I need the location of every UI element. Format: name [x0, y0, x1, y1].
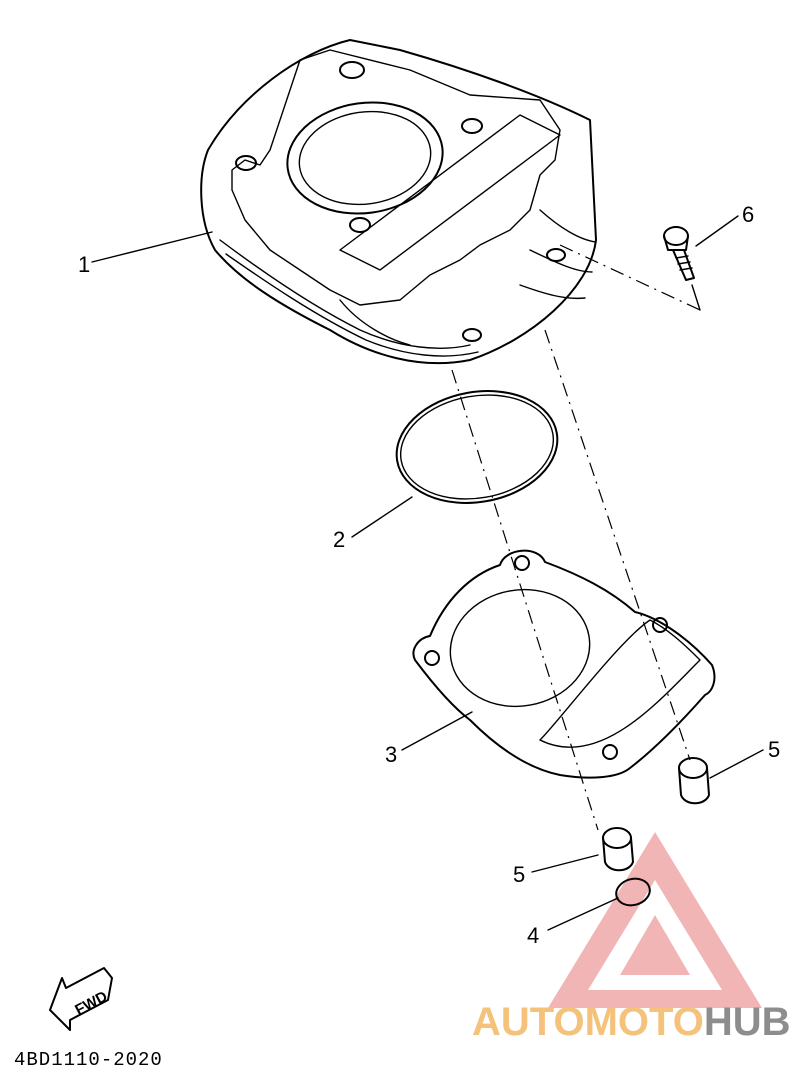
bolt — [663, 226, 695, 281]
watermark-text: AUTOMOTOHUB — [472, 1000, 791, 1044]
watermark-part2: HUB — [704, 1000, 791, 1044]
callout-5-left: 5 — [513, 862, 525, 887]
dowel-pin-left — [602, 827, 634, 872]
o-ring-small — [615, 877, 651, 907]
forward-arrow-icon: FWD — [49, 967, 113, 1031]
callout-5-right: 5 — [768, 737, 780, 762]
callout-6: 6 — [742, 202, 754, 227]
callout-1: 1 — [78, 252, 90, 277]
dowel-pin-right — [678, 757, 710, 805]
callout-2: 2 — [333, 527, 345, 552]
callout-3: 3 — [385, 742, 397, 767]
o-ring — [395, 390, 559, 504]
diagram-code: 4BD1110-2020 — [14, 1049, 163, 1071]
watermark-part1: AUTOMOTO — [472, 1000, 704, 1044]
fwd-label: FWD — [72, 988, 110, 1019]
cylinder-gasket — [412, 549, 716, 779]
cylinder — [200, 39, 597, 365]
callout-4: 4 — [527, 923, 539, 948]
watermark-logo — [548, 832, 762, 1008]
